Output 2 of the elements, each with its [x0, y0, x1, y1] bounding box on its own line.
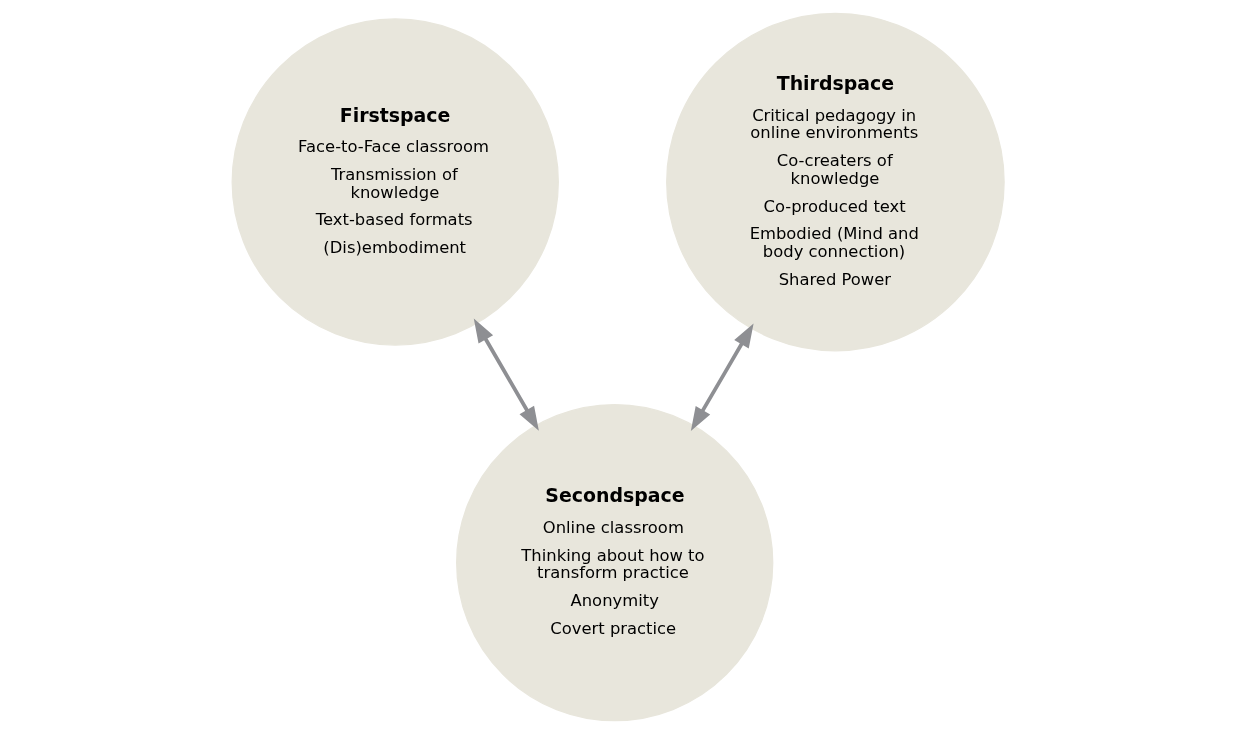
- arrow: [690, 323, 754, 431]
- arrow: [473, 318, 539, 431]
